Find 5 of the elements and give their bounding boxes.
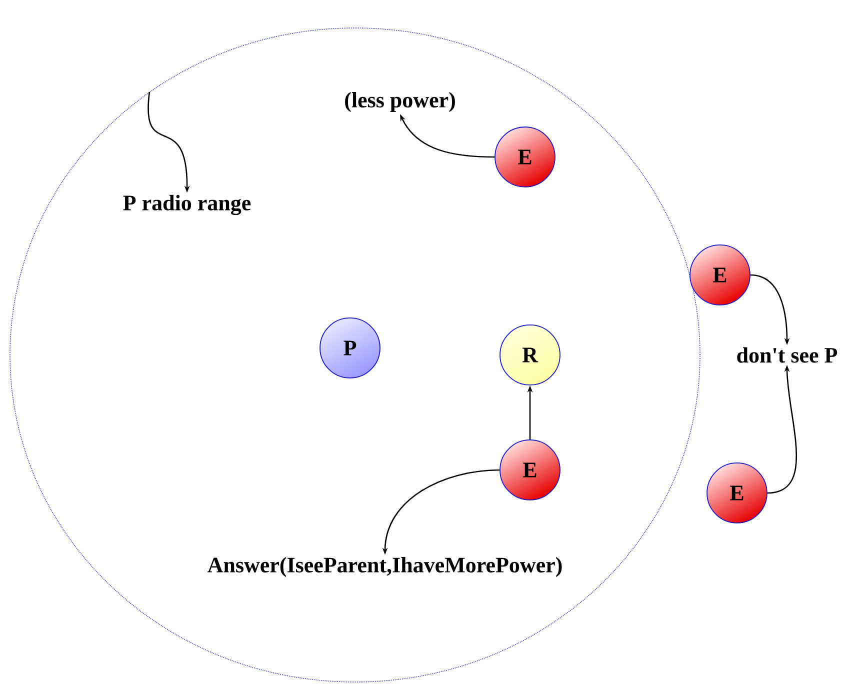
node-label: (less power) [345, 92, 455, 112]
radio-range-circle [10, 28, 700, 682]
node-label: P radio range [123, 194, 251, 216]
node-label: Answer(IseeParent,IhaveMorePower) [208, 557, 562, 577]
node-label: don't see P [737, 347, 838, 363]
